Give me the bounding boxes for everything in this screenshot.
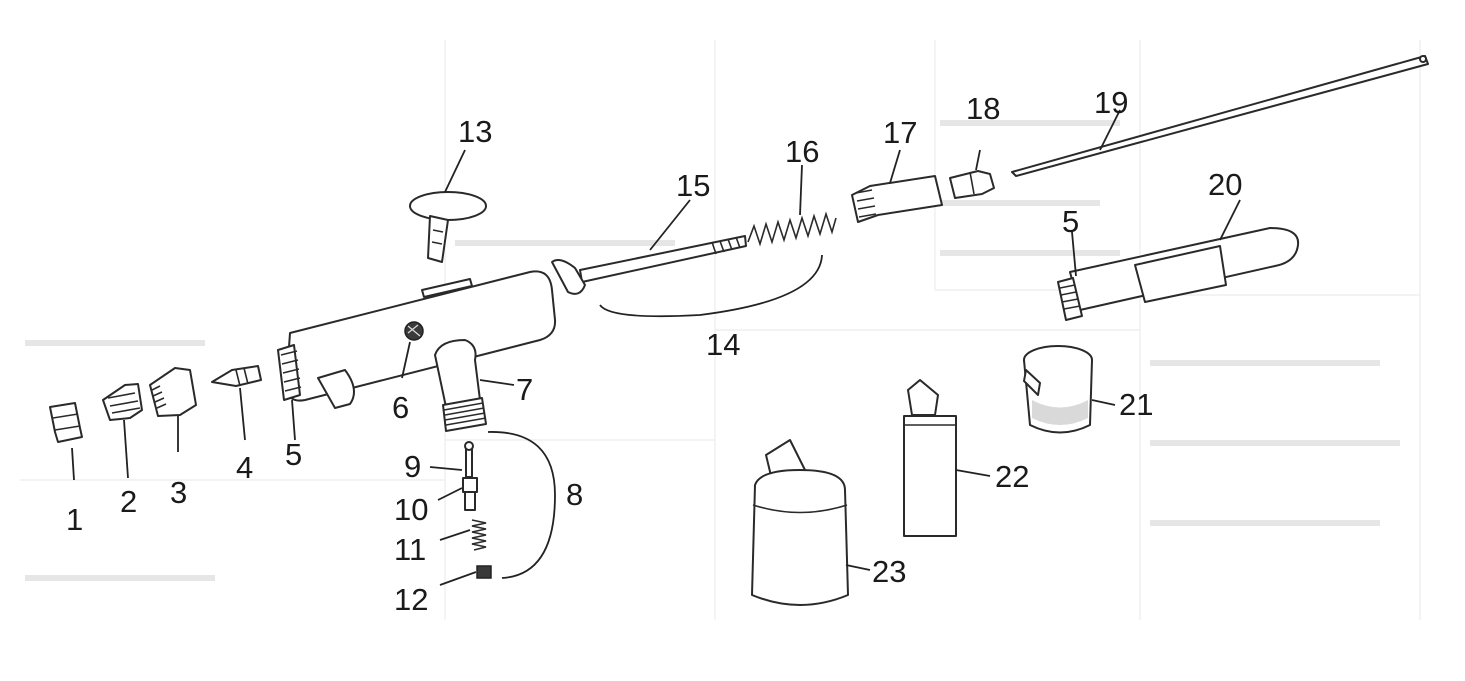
- label-part-18: 18: [966, 91, 1000, 126]
- leader-lines: [71, 109, 1241, 586]
- part-6-valve-screw: [404, 321, 424, 341]
- label-part-5-handle: 5: [1062, 204, 1079, 239]
- part-20-handle: [1057, 227, 1300, 321]
- label-part-16: 16: [785, 134, 819, 169]
- label-part-5-body: 5: [285, 437, 302, 472]
- part-number-labels: 1 2 3 4 5 6 7 8 9 10 11 12 13 14 15 16 1…: [66, 85, 1242, 617]
- part-1-nozzle-cap: [49, 402, 83, 443]
- part-19-needle: [1011, 55, 1429, 177]
- label-part-13: 13: [458, 114, 492, 149]
- part-3-head-cap: [149, 367, 197, 417]
- label-part-9: 9: [404, 449, 421, 484]
- part-15-needle-chucking-guide: [551, 235, 747, 295]
- label-part-22: 22: [995, 459, 1029, 494]
- part-18-needle-locking-nut: [949, 170, 995, 199]
- label-part-1: 1: [66, 502, 83, 537]
- label-part-20: 20: [1208, 167, 1242, 202]
- part-11-valve-spring: [471, 519, 487, 551]
- label-part-4: 4: [236, 450, 253, 485]
- label-part-21: 21: [1119, 387, 1153, 422]
- label-part-23: 23: [872, 554, 906, 589]
- part-12-valve-screw: [476, 565, 492, 579]
- part-16-needle-spring: [747, 211, 837, 247]
- part-7-air-valve-housing: [434, 339, 487, 432]
- part-9-valve-stem: [464, 441, 474, 478]
- label-part-3: 3: [170, 475, 187, 510]
- label-part-7: 7: [516, 372, 533, 407]
- label-part-8: 8: [566, 477, 583, 512]
- label-part-19: 19: [1094, 85, 1128, 120]
- label-part-14: 14: [706, 327, 740, 362]
- part-22-bottle: [903, 379, 957, 537]
- part-21-color-cup: [1023, 345, 1093, 434]
- part-13-trigger: [409, 191, 487, 263]
- part-4-nozzle: [211, 365, 262, 387]
- part-23-jar: [751, 439, 849, 606]
- part-10-valve-piston: [462, 477, 478, 511]
- label-part-11: 11: [394, 532, 426, 567]
- part-17-spring-adjuster: [851, 175, 943, 223]
- label-part-2: 2: [120, 484, 137, 519]
- label-part-12: 12: [394, 582, 428, 617]
- label-part-17: 17: [883, 115, 917, 150]
- label-part-10: 10: [394, 492, 428, 527]
- label-part-6: 6: [392, 390, 409, 425]
- part-2-head: [102, 383, 143, 421]
- label-part-15: 15: [676, 168, 710, 203]
- background-ghost-layout: [20, 40, 1421, 620]
